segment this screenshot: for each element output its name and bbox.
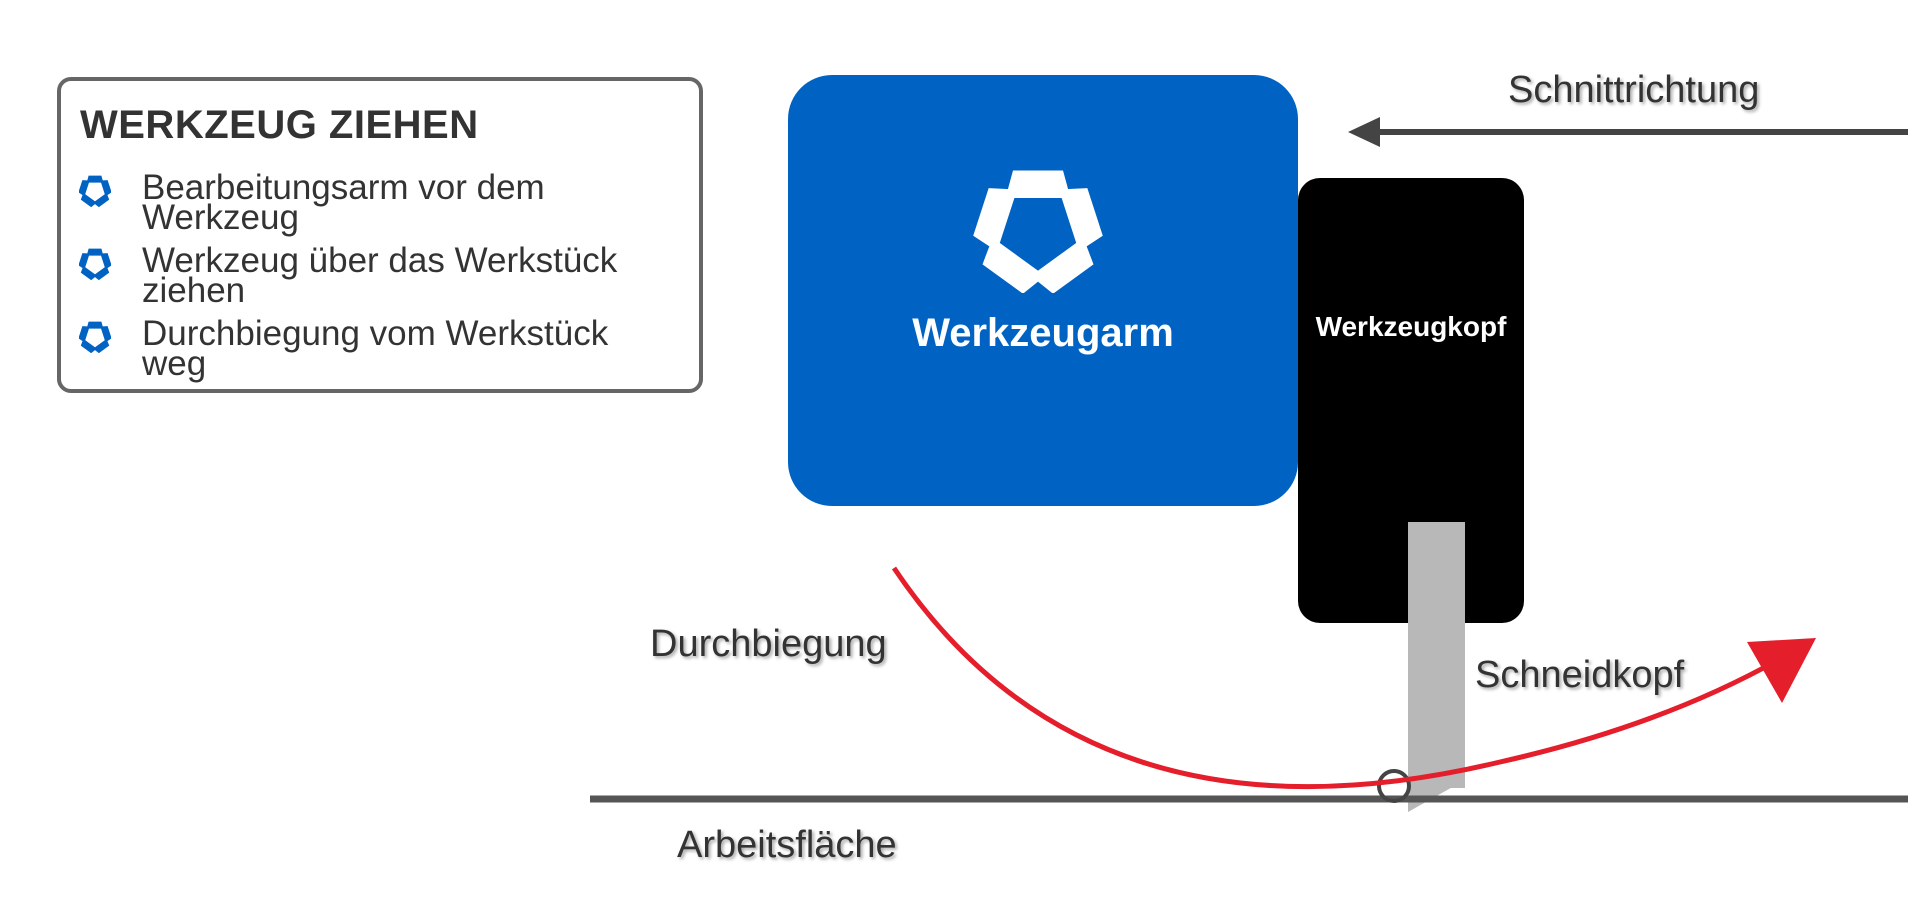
legend-item-line2: ziehen <box>142 271 246 310</box>
legend-item-line1: Bearbeitungsarm vor dem <box>142 168 545 207</box>
tool-arm-label: Werkzeugarm <box>912 311 1174 355</box>
legend-box: WERKZEUG ZIEHEN Bearbeitungsarm vor dem … <box>57 77 703 393</box>
work-surface-label: Arbeitsfläche <box>677 824 897 866</box>
legend-item-line2: Werkzeug <box>142 198 299 237</box>
deflection-label: Durchbiegung <box>650 623 887 665</box>
legend-item-line1: Durchbiegung vom Werkstück <box>142 314 609 353</box>
legend-item-line2: weg <box>142 344 207 383</box>
pivot-circle <box>1377 769 1411 803</box>
cut-direction-label: Schnittrichtung <box>1508 69 1760 111</box>
legend-item-line1: Werkzeug über das Werkstück <box>142 241 618 280</box>
cutter-label: Schneidkopf <box>1475 654 1685 696</box>
cutter-blade <box>1408 522 1465 788</box>
legend-title: WERKZEUG ZIEHEN <box>80 103 479 147</box>
tool-arm-block: Werkzeugarm <box>788 75 1298 506</box>
deflection-arrowhead <box>1747 638 1816 703</box>
deflection-curve <box>891 566 1780 790</box>
tool-head-label: Werkzeugkopf <box>1315 311 1507 342</box>
cut-direction-arrowhead <box>1348 117 1380 147</box>
